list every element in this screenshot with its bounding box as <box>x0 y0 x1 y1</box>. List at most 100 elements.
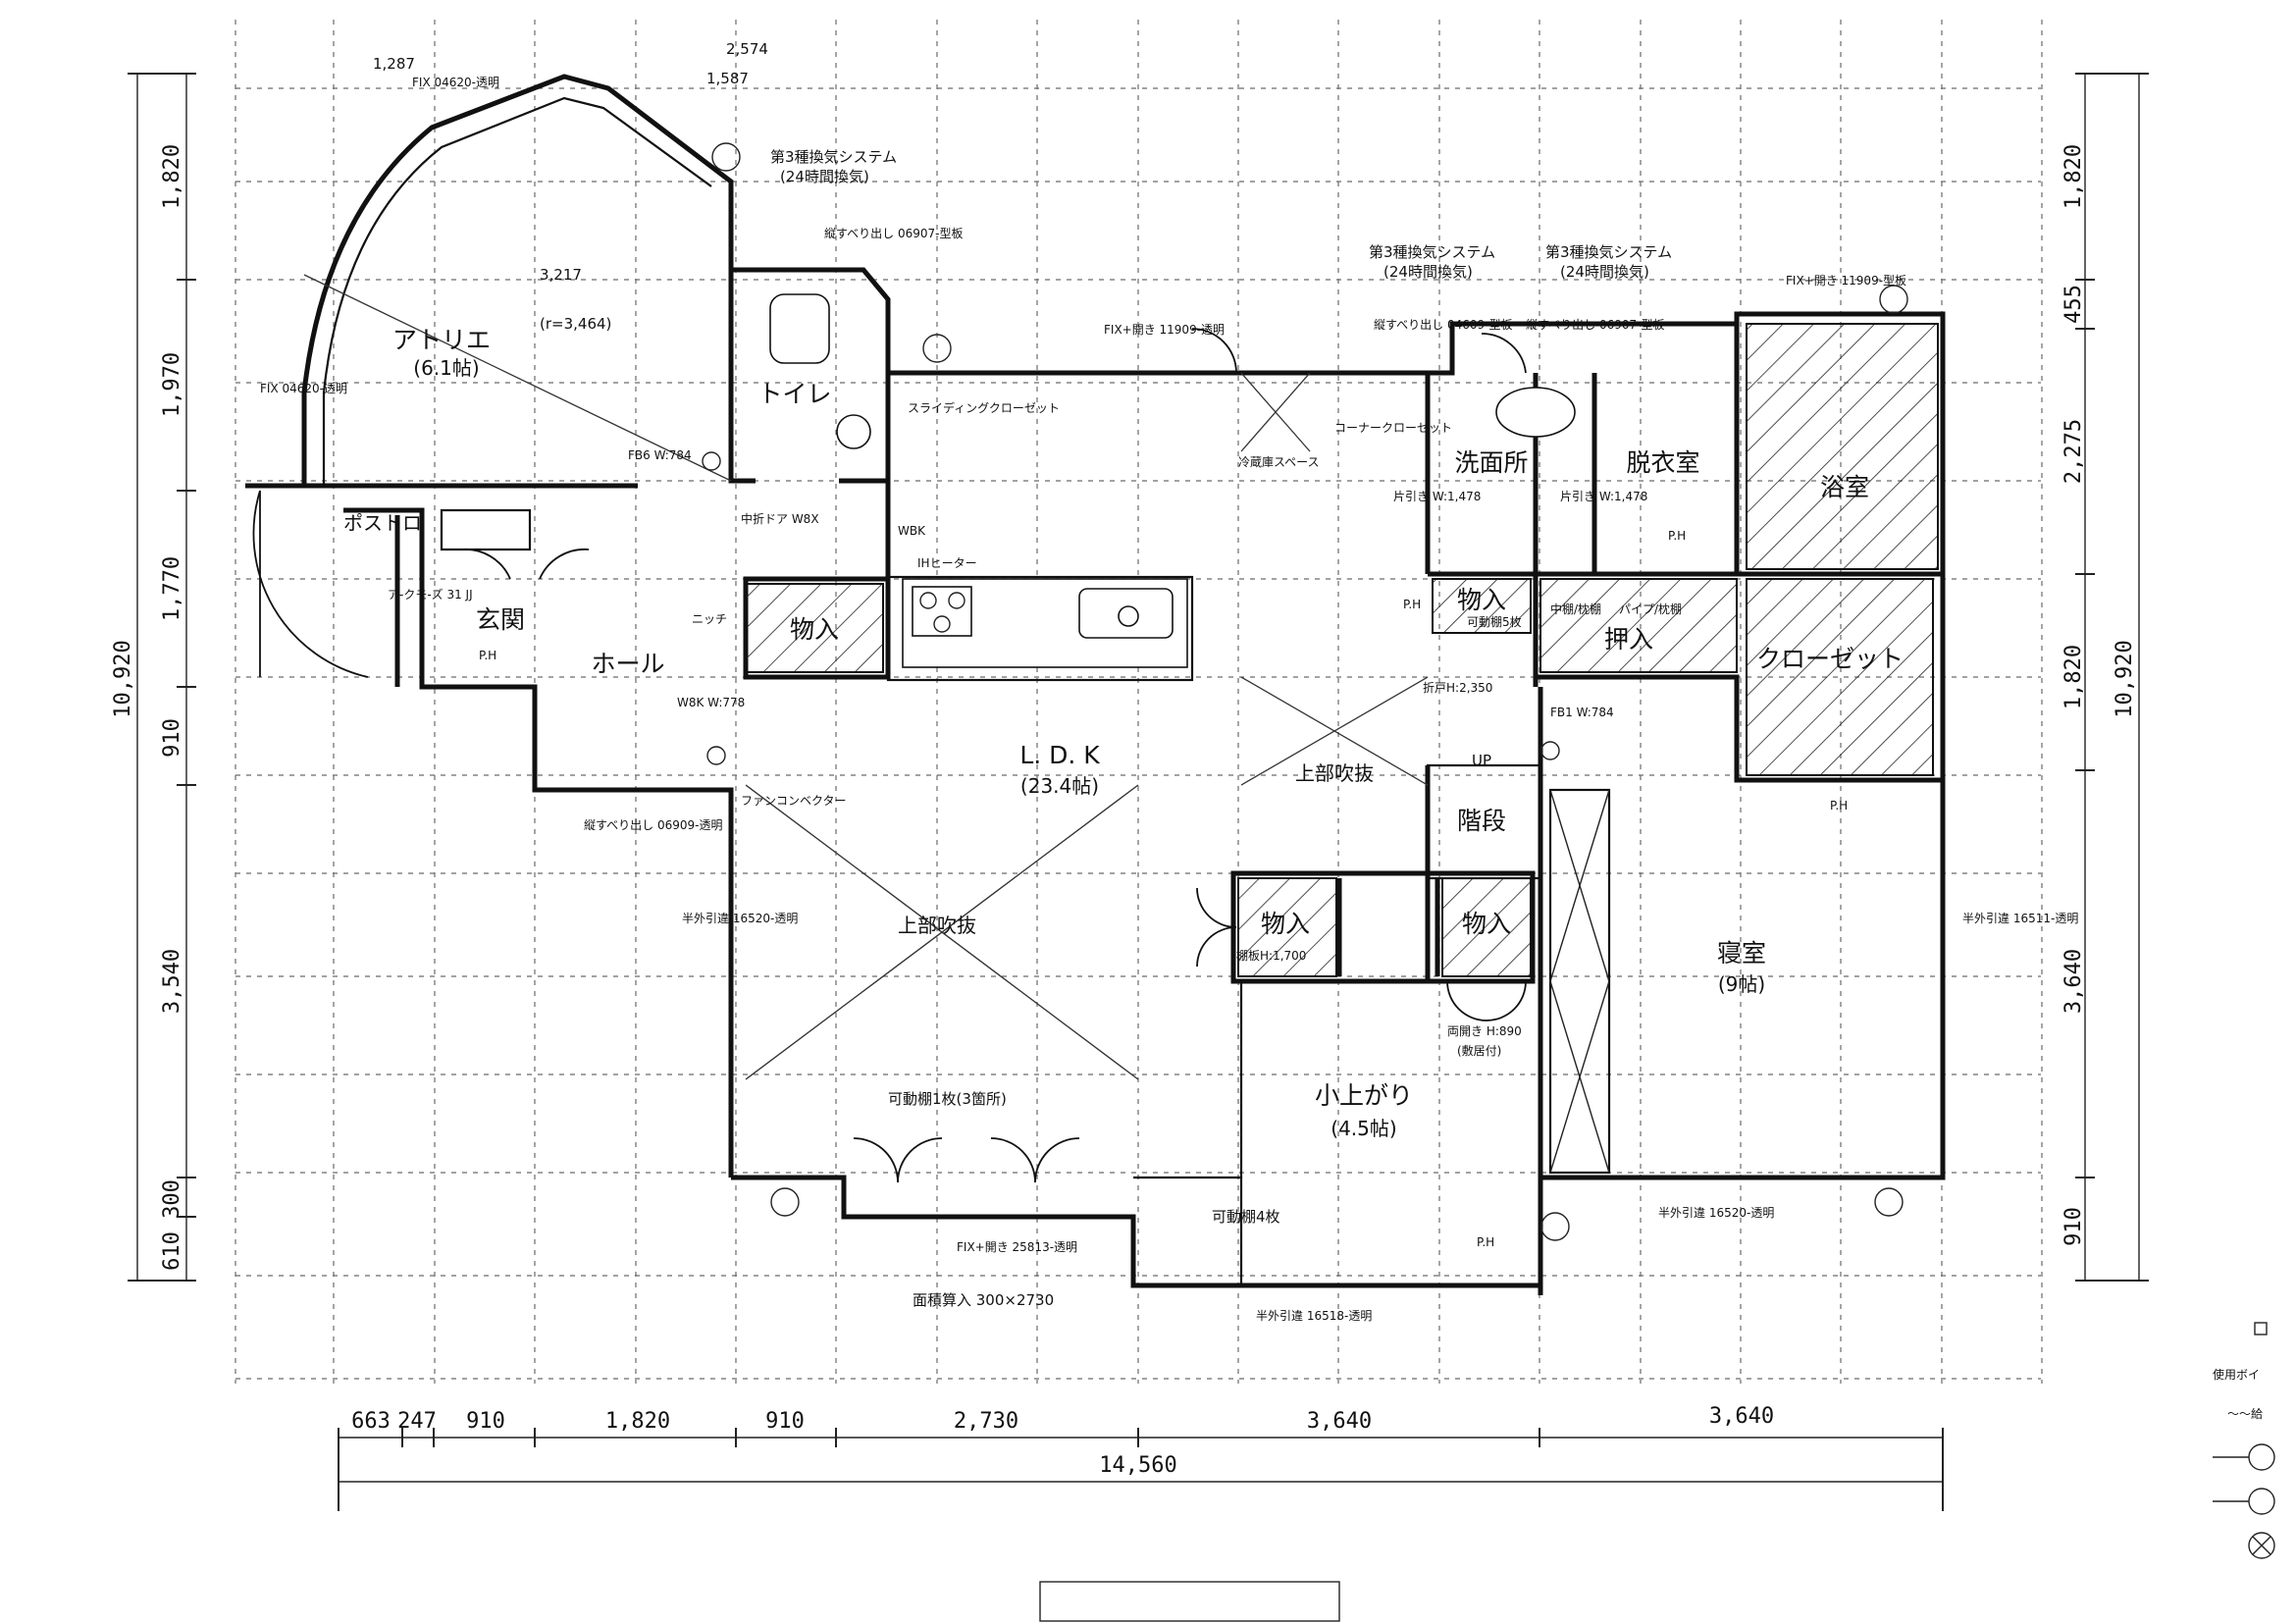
note-up: UP <box>1472 752 1491 769</box>
washbasin <box>1495 387 1576 438</box>
dim-bottom-4: 1,820 <box>605 1409 670 1434</box>
note-d-1287: 1,287 <box>373 55 415 73</box>
label-ldk-size: (23.4帖) <box>1020 774 1099 798</box>
label-storage-wash: 物入 <box>1457 586 1506 614</box>
dim-bottom-total: 14,560 <box>1099 1453 1176 1478</box>
note-vent2: 第3種換気システム <box>1369 243 1495 261</box>
note-fix-04620a: FIX 04620-透明 <box>412 76 499 89</box>
label-toilet: トイレ <box>757 380 831 408</box>
closet-hatch <box>1746 578 1934 776</box>
note-nakaori: 中折ドア W8X <box>741 511 819 526</box>
note-ph-koagari: P.H <box>1477 1235 1494 1249</box>
dim-left-4: 910 <box>160 718 184 758</box>
note-movable: 可動棚5枚 <box>1467 614 1522 629</box>
note-fix-04620b: FIX 04620-透明 <box>260 382 347 395</box>
note-ryobiraki: 両開き H:890 <box>1447 1024 1522 1038</box>
annotations: 第3種換気システム (24時間換気) 第3種換気システム (24時間換気) 第3… <box>260 40 2078 1323</box>
note-wbk2: WBK <box>898 524 926 538</box>
note-nakadana: 中棚/枕棚 <box>1550 602 1601 616</box>
note-shelf-4: 可動棚4枚 <box>1212 1208 1280 1226</box>
note-katabiki2: 片引き W:1,478 <box>1560 490 1647 503</box>
dimension-lines <box>128 73 2149 1511</box>
label-closet: クローゼット <box>1756 645 1904 673</box>
legend-cross-circle-icon <box>2248 1532 2275 1559</box>
dim-bottom-5: 910 <box>765 1409 805 1434</box>
label-koagari-size: (4.5帖) <box>1331 1117 1396 1140</box>
dim-right-1: 1,820 <box>2061 144 2086 209</box>
dim-left-6: 300 <box>160 1179 184 1219</box>
label-void-1: 上部吹抜 <box>898 914 976 937</box>
note-fb6: FB6 W:784 <box>628 448 692 462</box>
storage-right-hatch <box>1441 877 1532 977</box>
note-wbk: W8K W:778 <box>677 696 745 709</box>
toilet-sink <box>836 414 871 449</box>
dim-left-3: 1,770 <box>160 556 184 621</box>
label-bedroom-size: (9帖) <box>1718 972 1765 996</box>
note-area: 面積算入 300×2730 <box>913 1291 1054 1309</box>
legend-circle-icon-2 <box>2248 1488 2275 1515</box>
dim-right-5: 3,640 <box>2061 949 2086 1014</box>
note-oriko: 折戸H:2,350 <box>1423 680 1492 695</box>
dim-bottom-1: 663 <box>351 1409 391 1434</box>
dim-bottom-2: 247 <box>397 1409 437 1434</box>
note-han-16520a: 半外引違 16520-透明 <box>682 912 798 925</box>
vent-circle-1 <box>711 142 741 172</box>
oshiire-hatch <box>1539 578 1738 673</box>
note-fan: ファンコンベクター <box>741 794 847 808</box>
note-fix-25813: FIX+開き 25813-透明 <box>957 1240 1077 1254</box>
storage-wash-hatch <box>1432 578 1532 634</box>
label-oshiire: 押入 <box>1604 625 1653 654</box>
dim-bottom-3: 910 <box>466 1409 505 1434</box>
label-genkan: 玄関 <box>476 605 525 634</box>
dim-right-total: 10,920 <box>2113 640 2137 717</box>
dim-left-2: 1,970 <box>160 352 184 417</box>
note-katabiki1: 片引き W:1,478 <box>1393 490 1481 503</box>
storage-hall-hatch <box>745 583 884 673</box>
dim-bottom-8: 3,640 <box>1709 1404 1774 1429</box>
label-stairs: 階段 <box>1457 807 1506 835</box>
legend-item1: 〜〜給 <box>2227 1407 2263 1421</box>
note-d-3217: 3,217 <box>540 266 582 284</box>
note-fb1: FB1 W:784 <box>1550 706 1614 719</box>
note-d-2574: 2,574 <box>726 40 768 58</box>
legend-title: 使用ボイ <box>2213 1367 2260 1382</box>
label-dressing: 脱衣室 <box>1626 448 1699 477</box>
label-hall: ホール <box>591 650 664 678</box>
vent-circle-2 <box>922 334 952 363</box>
vent-circle-3 <box>1879 285 1908 314</box>
vent-circle-9 <box>702 451 721 471</box>
dim-left-1: 1,820 <box>160 144 184 209</box>
bath-hatch <box>1746 323 1939 570</box>
dim-left-total: 10,920 <box>111 640 135 717</box>
dim-left-7: 610 <box>160 1231 184 1271</box>
toilet-fixture <box>769 293 830 364</box>
note-ih: IHヒーター <box>917 556 977 570</box>
note-vent2-sub: (24時間換気) <box>1383 263 1473 281</box>
label-washroom: 洗面所 <box>1454 448 1528 477</box>
vent-circle-7 <box>706 746 726 765</box>
title-box <box>1039 1581 1340 1622</box>
note-ph-closet: P.H <box>1830 799 1848 812</box>
label-storage-left: 物入 <box>1261 910 1310 938</box>
note-mitsuita: 棚板H:1,700 <box>1236 948 1306 963</box>
label-ldk: L. D. K <box>1019 741 1100 769</box>
note-shelf-3: 可動棚1枚(3箇所) <box>888 1090 1007 1108</box>
legend: 使用ボイ 〜〜給 <box>2213 1322 2275 1559</box>
label-bath: 浴室 <box>1820 473 1869 501</box>
note-ph-storage: P.H <box>1403 598 1421 611</box>
note-pipe: パイプ/枕棚 <box>1619 602 1682 616</box>
label-atelier-size: (6.1帖) <box>413 356 479 380</box>
dim-right-6: 910 <box>2061 1207 2086 1246</box>
vent-circle-8 <box>1540 741 1560 760</box>
note-vent1: 第3種換気システム <box>770 148 897 166</box>
legend-circle-icon <box>2248 1443 2275 1471</box>
note-ryobiraki-sub: (敷居付) <box>1457 1043 1501 1058</box>
note-corner-closet: コーナークローゼット <box>1334 421 1452 435</box>
vent-circle-6 <box>1874 1187 1904 1217</box>
note-fix-11909: FIX+開き 11909-透明 <box>1104 323 1225 337</box>
label-bedroom: 寝室 <box>1717 939 1766 968</box>
void-marks <box>303 274 1429 1080</box>
note-han-16518: 半外引違 16518-透明 <box>1256 1309 1372 1323</box>
ih-heater <box>912 586 972 637</box>
